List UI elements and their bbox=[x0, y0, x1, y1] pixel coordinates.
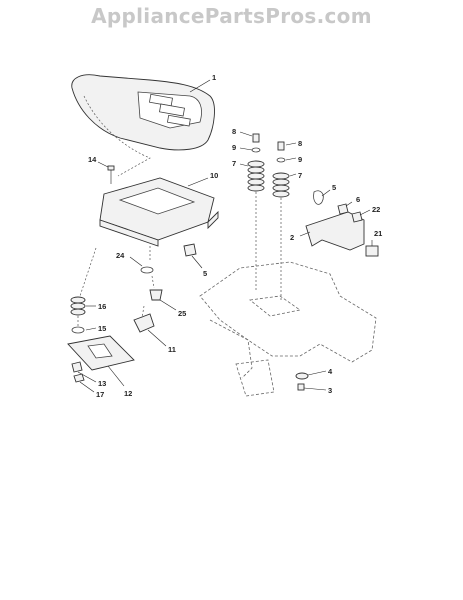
knob-11-part: 11 bbox=[133, 313, 176, 354]
bolt-17-part: 17 bbox=[73, 373, 104, 399]
callout-8-right: 8 bbox=[298, 139, 302, 148]
callout-6: 6 bbox=[356, 195, 360, 204]
bracket-part: 5 6 22 21 2 bbox=[290, 183, 382, 257]
watermark: AppliancePartsPros.com bbox=[91, 4, 372, 28]
callout-24: 24 bbox=[116, 251, 125, 260]
callout-5-knob: 5 bbox=[332, 183, 336, 192]
callout-9-right: 9 bbox=[298, 155, 302, 164]
callout-15: 15 bbox=[98, 324, 106, 333]
callout-5-screw: 5 bbox=[203, 269, 207, 278]
screw-25-part: 25 bbox=[149, 289, 186, 318]
callout-11: 11 bbox=[168, 345, 176, 354]
callout-14: 14 bbox=[88, 155, 97, 164]
callout-22: 22 bbox=[372, 205, 380, 214]
callout-2: 2 bbox=[290, 233, 294, 242]
washer-4-part: 4 bbox=[295, 367, 333, 380]
frame-outline bbox=[77, 246, 377, 397]
bolt-3-part: 3 bbox=[297, 383, 332, 395]
bolt-14-part: 14 bbox=[88, 155, 115, 184]
spring-right-part: 8 9 7 bbox=[272, 139, 302, 300]
callout-4: 4 bbox=[328, 367, 333, 376]
callout-16: 16 bbox=[98, 302, 106, 311]
spring-left-part: 8 9 7 bbox=[232, 127, 265, 290]
screw-5-part: 5 bbox=[183, 243, 207, 278]
callout-9-left: 9 bbox=[232, 143, 236, 152]
callout-13: 13 bbox=[98, 379, 106, 388]
callout-3: 3 bbox=[328, 386, 332, 395]
seat-part: 1 bbox=[71, 73, 216, 177]
callout-7-left: 7 bbox=[232, 159, 236, 168]
spring-16-part: 16 bbox=[70, 296, 106, 316]
plate-12-part: 12 bbox=[67, 335, 135, 398]
callout-17: 17 bbox=[96, 390, 104, 399]
callout-25: 25 bbox=[178, 309, 186, 318]
callout-10: 10 bbox=[210, 171, 218, 180]
callout-7-right: 7 bbox=[298, 171, 302, 180]
callout-1: 1 bbox=[212, 73, 216, 82]
callout-8-left: 8 bbox=[232, 127, 236, 136]
callout-12: 12 bbox=[124, 389, 132, 398]
seat-pan-part: 10 bbox=[99, 171, 219, 247]
nut-13-part: 13 bbox=[71, 361, 106, 388]
callout-21: 21 bbox=[374, 229, 382, 238]
washer-24-part: 24 bbox=[116, 251, 154, 274]
washer-15-part: 15 bbox=[71, 324, 106, 334]
